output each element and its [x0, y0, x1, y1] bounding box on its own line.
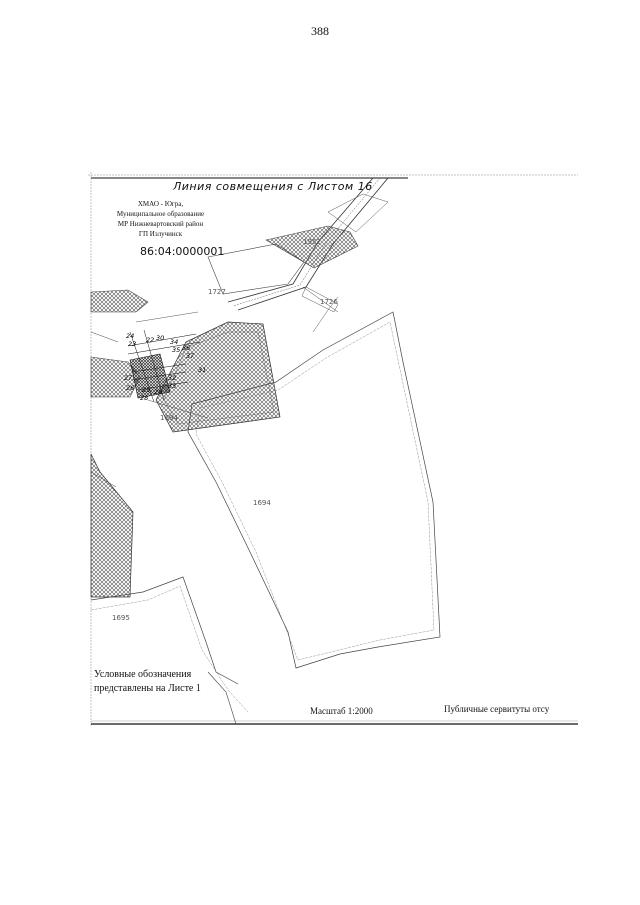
- map-scale: Масштаб 1:2000: [310, 706, 373, 716]
- page-number: 388: [311, 24, 329, 38]
- point-32: 32: [168, 374, 176, 382]
- point-22: 22: [146, 336, 154, 344]
- point-30: 30: [156, 334, 164, 342]
- admin-line: ГП Излучинск: [138, 230, 183, 238]
- legend-line: Условные обозначения: [94, 669, 192, 680]
- admin-line: Муниципальное образование: [116, 210, 205, 218]
- parcel-label-1952: 1952: [303, 238, 321, 246]
- parcel-label-1695: 1695: [112, 614, 130, 622]
- point-37: 37: [186, 352, 195, 360]
- servitude-note: Публичные сервитуты отсу: [444, 704, 550, 714]
- parcel-label-1726: 1726: [320, 298, 338, 306]
- admin-block: ХМАО - Югра, Муниципальное образование М…: [93, 199, 228, 239]
- point-23: 23: [128, 340, 136, 348]
- point-25: 25: [142, 386, 150, 394]
- parcel-label-1694b: 1694: [160, 414, 178, 422]
- map-title: Линия совмещения с Листом 16: [173, 180, 373, 193]
- parcel-label-1727: 1727: [208, 288, 226, 296]
- point-29: 29: [154, 388, 162, 396]
- point-36: 36: [182, 344, 190, 352]
- legend-note: Условные обозначения представлены на Лис…: [94, 668, 201, 696]
- point-35: 35: [172, 346, 180, 354]
- point-24: 24: [126, 332, 134, 340]
- point-26: 26: [126, 384, 134, 392]
- parcel-label-1694: 1694: [253, 499, 271, 507]
- point-28: 28: [140, 394, 148, 402]
- point-34: 34: [170, 338, 178, 346]
- legend-line: представлены на Листе 1: [94, 683, 201, 694]
- admin-line: ХМАО - Югра,: [137, 200, 184, 208]
- cadastral-quarter: 86:04:0000001: [140, 245, 225, 258]
- point-31: 31: [198, 366, 206, 374]
- point-33: 33: [168, 382, 176, 390]
- admin-line: МР Нижневартовский район: [117, 220, 204, 228]
- map-drawing: 1952 1727 1726 1694 1694 1695 24 23 22 3…: [88, 172, 578, 727]
- cadastral-map: 1952 1727 1726 1694 1694 1695 24 23 22 3…: [88, 172, 578, 727]
- point-27: 27: [124, 374, 133, 382]
